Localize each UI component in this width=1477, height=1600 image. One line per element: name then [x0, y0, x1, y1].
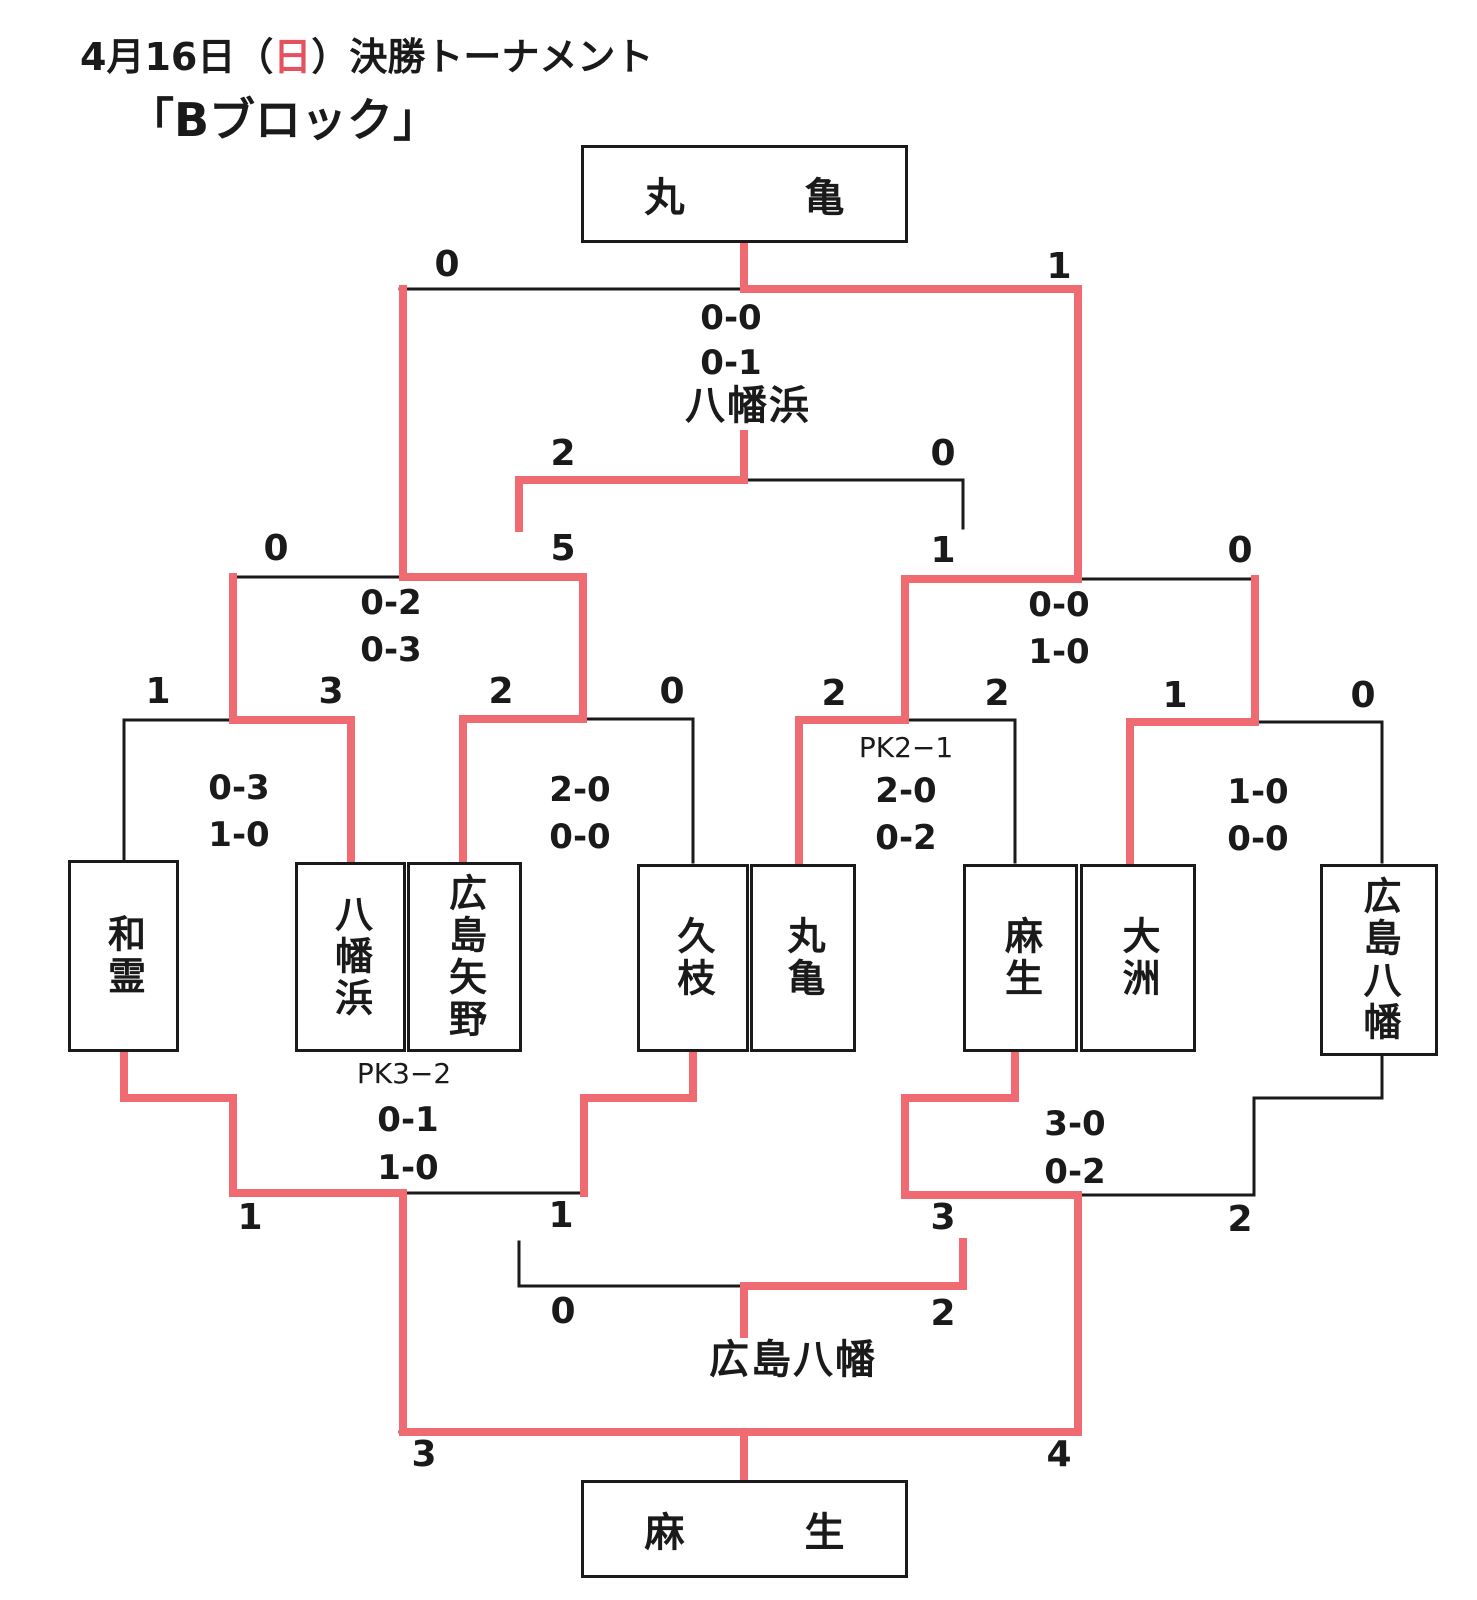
score-bottom-semi-right-right: 2 [1227, 1199, 1253, 1240]
winline-top-third [515, 430, 748, 532]
champion-name: 丸 亀 [644, 175, 885, 221]
team-name-t4: 久枝 [671, 916, 715, 1000]
detail-top-semi-right-2: 1-0 [1028, 632, 1090, 672]
score-top-final-right: 1 [1046, 246, 1072, 287]
winline-bottom-right [740, 1046, 1082, 1436]
detail-top-semi-left-2: 0-3 [360, 630, 422, 670]
detail-qf2-1: 2-0 [549, 770, 611, 810]
detail-bottom-semi-left-1: 0-1 [377, 1100, 439, 1140]
team-box-t7: 大洲 [1080, 864, 1196, 1052]
score-qf3-right: 2 [984, 673, 1010, 714]
block-title: 「Bブロック」 [128, 93, 440, 147]
detail-bottom-semi-left-2: 1-0 [377, 1148, 439, 1188]
line-bottom-match [517, 1240, 965, 1288]
team-box-t8: 広島八幡 [1320, 864, 1438, 1056]
score-bottom-match-left: 0 [550, 1291, 576, 1332]
detail-bottom-semi-right-1: 3-0 [1044, 1104, 1106, 1144]
champion-box: 丸 亀 [581, 145, 908, 243]
score-top-third-left: 2 [550, 433, 576, 474]
pk-bottom-semi-left: PK3−2 [356, 1057, 452, 1090]
score-qf2-right: 0 [659, 671, 685, 712]
score-qf3-left: 2 [821, 673, 847, 714]
score-qf4-left: 1 [1162, 675, 1188, 716]
line-bottom-right [1058, 1048, 1384, 1197]
score-qf1-right: 3 [318, 671, 344, 712]
score-top-final-left: 0 [434, 244, 460, 285]
team-name-t3: 広島矢野 [442, 873, 487, 1041]
detail-qf4-1: 1-0 [1227, 772, 1289, 812]
pk-qf3: PK2−1 [858, 731, 954, 764]
score-bottom-semi-left-right: 1 [548, 1195, 574, 1236]
score-bottom-final-right: 4 [1046, 1434, 1072, 1475]
team-box-t6: 麻生 [963, 864, 1078, 1052]
detail-bottom-semi-right-2: 0-2 [1044, 1152, 1106, 1192]
line-top-third [517, 478, 965, 530]
detail-qf3-1: 2-0 [875, 771, 937, 811]
winline-top-qf1 [229, 573, 355, 866]
team-name-t8: 広島八幡 [1357, 876, 1401, 1044]
winner-top-semifinal: 八幡浜 [685, 383, 811, 429]
team-box-t2: 八幡浜 [295, 862, 406, 1052]
third-place-name: 麻 生 [644, 1510, 885, 1556]
score-top-semi-left-right: 5 [550, 528, 576, 569]
score-bottom-semi-right-left: 3 [930, 1197, 956, 1238]
team-box-t4: 久枝 [637, 864, 749, 1052]
team-name-t6: 麻生 [998, 916, 1043, 1000]
score-bottom-semi-left-left: 1 [237, 1197, 263, 1238]
score-bottom-final-left: 3 [411, 1434, 437, 1475]
score-qf2-left: 2 [488, 671, 514, 712]
team-name-t1: 和霊 [101, 914, 146, 998]
detail-top-final-1: 0-0 [700, 298, 762, 338]
detail-qf2-2: 0-0 [549, 817, 611, 857]
team-name-t7: 大洲 [1116, 916, 1160, 1000]
title-day: 日 [273, 35, 312, 79]
winline-bottom-left [120, 1046, 748, 1484]
detail-top-semi-left-1: 0-2 [360, 583, 422, 623]
detail-top-final-2: 0-1 [700, 343, 762, 383]
score-top-semi-left-left: 0 [263, 528, 289, 569]
detail-qf3-2: 0-2 [875, 818, 937, 858]
winline-bottom-left2 [580, 1046, 697, 1197]
winline-top-final [740, 239, 1082, 866]
winner-bottom-semifinal: 広島八幡 [709, 1337, 877, 1383]
score-bottom-match-right: 2 [930, 1293, 956, 1334]
score-top-third-right: 0 [930, 433, 956, 474]
detail-qf1-2: 1-0 [208, 815, 270, 855]
detail-top-semi-right-1: 0-0 [1028, 585, 1090, 625]
score-qf4-right: 0 [1350, 675, 1376, 716]
score-top-semi-right-right: 0 [1227, 530, 1253, 571]
team-name-t5: 丸亀 [781, 916, 825, 1000]
team-box-t5: 丸亀 [750, 864, 856, 1052]
title-suffix: ）決勝トーナメント [311, 35, 654, 79]
page-title: 4月16日（日）決勝トーナメント [80, 26, 653, 81]
score-top-semi-right-left: 1 [930, 530, 956, 571]
detail-qf1-1: 0-3 [208, 768, 270, 808]
third-place-box: 麻 生 [581, 1480, 908, 1578]
detail-qf4-2: 0-0 [1227, 819, 1289, 859]
winline-top-qf4 [1126, 575, 1259, 866]
title-prefix: 4月16日（ [80, 35, 274, 79]
winline-top-semi-left [399, 285, 587, 866]
team-name-t2: 八幡浜 [328, 894, 373, 1020]
team-box-t1: 和霊 [68, 860, 179, 1052]
score-qf1-left: 1 [145, 671, 171, 712]
winline-bottom-match [740, 1238, 967, 1338]
team-box-t3: 広島矢野 [407, 862, 522, 1052]
